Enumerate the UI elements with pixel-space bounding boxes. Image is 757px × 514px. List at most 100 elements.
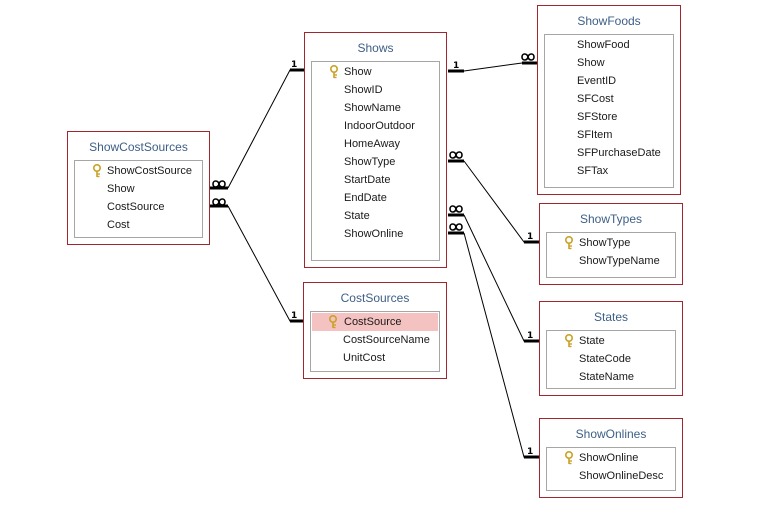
- field-name: State: [344, 210, 370, 222]
- field-row-showfood[interactable]: ShowFood: [545, 36, 673, 54]
- table-title[interactable]: CostSources: [340, 291, 410, 305]
- table-title[interactable]: ShowTypes: [579, 212, 643, 226]
- field-row-showcostsource[interactable]: ShowCostSource: [75, 162, 202, 180]
- many-side-marker: [212, 198, 226, 206]
- field-name: IndoorOutdoor: [344, 120, 415, 132]
- field-list[interactable]: ShowOnline ShowOnlineDesc: [546, 447, 676, 491]
- table-showtypes[interactable]: ShowTypes ShowType ShowTypeName: [539, 203, 683, 285]
- table-title[interactable]: ShowCostSources: [89, 140, 188, 154]
- relationship-showcostsources-shows[interactable]: 1: [210, 60, 305, 190]
- field-name: SFPurchaseDate: [577, 147, 661, 159]
- field-row-indooroutdoor[interactable]: IndoorOutdoor: [312, 117, 439, 135]
- field-name: StateName: [579, 371, 635, 383]
- field-name: Show: [107, 183, 135, 195]
- field-name: StartDate: [344, 174, 391, 186]
- field-name: CostSourceName: [343, 334, 430, 346]
- table-title[interactable]: States: [593, 310, 629, 324]
- one-side-label: 1: [527, 232, 533, 242]
- field-row-startdate[interactable]: StartDate: [312, 171, 439, 189]
- key-icon: [565, 236, 573, 250]
- table-title[interactable]: ShowFoods: [577, 14, 641, 28]
- field-name: CostSource: [107, 201, 165, 213]
- field-row-state[interactable]: State: [547, 332, 675, 350]
- table-title[interactable]: Shows: [357, 41, 394, 55]
- field-list[interactable]: State StateCode StateName: [546, 330, 676, 389]
- field-name: ShowOnline: [579, 452, 639, 464]
- table-costsources[interactable]: CostSources CostSource CostSourceName Un…: [303, 282, 447, 379]
- field-row-sfitem[interactable]: SFItem: [545, 126, 673, 144]
- field-row-unitcost[interactable]: UnitCost: [311, 349, 439, 367]
- field-list[interactable]: ShowCostSource Show CostSource Cost: [74, 160, 203, 238]
- many-side-marker: [521, 53, 535, 61]
- field-list[interactable]: CostSource CostSourceName UnitCost: [310, 311, 440, 372]
- table-showcostsources[interactable]: ShowCostSources ShowCostSource Show Cost…: [67, 131, 210, 245]
- relationship-showcostsources-costsources[interactable]: 1: [210, 198, 304, 323]
- many-side-marker: [449, 151, 463, 159]
- one-side-label: 1: [527, 447, 533, 457]
- relationship-shows-showonlines[interactable]: 1: [448, 223, 540, 459]
- field-row-sftax[interactable]: SFTax: [545, 162, 673, 180]
- field-name: Show: [344, 66, 372, 78]
- field-row-showid[interactable]: ShowID: [312, 81, 439, 99]
- field-row-eventid[interactable]: EventID: [545, 72, 673, 90]
- field-row-sfpurchasedate[interactable]: SFPurchaseDate: [545, 144, 673, 162]
- field-name: ShowType: [579, 237, 631, 249]
- field-row-enddate[interactable]: EndDate: [312, 189, 439, 207]
- field-name: EndDate: [344, 192, 387, 204]
- field-name: EventID: [577, 75, 617, 87]
- field-row-showtype[interactable]: ShowType: [312, 153, 439, 171]
- field-name: ShowOnline: [344, 228, 404, 240]
- key-icon: [565, 334, 573, 348]
- relationship-shows-showtypes[interactable]: 1: [448, 151, 540, 244]
- field-list[interactable]: ShowType ShowTypeName: [546, 232, 676, 278]
- field-row-show[interactable]: Show: [75, 180, 202, 198]
- relationship-shows-states[interactable]: 1: [448, 205, 540, 343]
- field-name: UnitCost: [343, 352, 386, 364]
- key-icon: [565, 451, 573, 465]
- field-row-showname[interactable]: ShowName: [312, 99, 439, 117]
- field-row-show[interactable]: Show: [312, 63, 439, 81]
- field-list[interactable]: ShowFood Show EventID SFCost SFStore SFI…: [544, 34, 674, 188]
- field-name: Cost: [107, 219, 130, 231]
- table-showfoods[interactable]: ShowFoods ShowFood Show EventID SFCost S…: [537, 5, 681, 195]
- field-row-show[interactable]: Show: [545, 54, 673, 72]
- relationship-shows-showfoods[interactable]: 1: [448, 53, 538, 73]
- field-row-costsource-selected[interactable]: CostSource: [312, 313, 438, 331]
- key-icon: [329, 315, 337, 329]
- field-name: CostSource: [344, 316, 402, 328]
- field-row-showtype[interactable]: ShowType: [547, 234, 675, 252]
- one-side-label: 1: [291, 60, 297, 70]
- table-shows[interactable]: Shows Show ShowID ShowName IndoorOutdoor…: [304, 32, 447, 268]
- field-name: HomeAway: [344, 138, 401, 150]
- field-name: SFStore: [577, 111, 618, 123]
- field-name: State: [579, 335, 605, 347]
- field-row-costsource[interactable]: CostSource: [75, 198, 202, 216]
- field-row-costsourcename[interactable]: CostSourceName: [311, 331, 439, 349]
- field-row-showonline[interactable]: ShowOnline: [547, 449, 675, 467]
- field-row-showtypename[interactable]: ShowTypeName: [547, 252, 675, 270]
- one-side-label: 1: [453, 61, 459, 71]
- field-name: SFItem: [577, 129, 613, 141]
- field-row-showonline[interactable]: ShowOnline: [312, 225, 439, 243]
- field-row-sfstore[interactable]: SFStore: [545, 108, 673, 126]
- field-row-statecode[interactable]: StateCode: [547, 350, 675, 368]
- field-row-homeaway[interactable]: HomeAway: [312, 135, 439, 153]
- table-states[interactable]: States State StateCode StateName: [539, 301, 683, 396]
- field-name: SFCost: [577, 93, 614, 105]
- table-title[interactable]: ShowOnlines: [575, 427, 647, 441]
- one-side-label: 1: [291, 311, 297, 321]
- field-row-cost[interactable]: Cost: [75, 216, 202, 234]
- field-row-state[interactable]: State: [312, 207, 439, 225]
- field-row-sfcost[interactable]: SFCost: [545, 90, 673, 108]
- table-showonlines[interactable]: ShowOnlines ShowOnline ShowOnlineDesc: [539, 418, 683, 498]
- field-row-statename[interactable]: StateName: [547, 368, 675, 386]
- field-row-showonlinedesc[interactable]: ShowOnlineDesc: [547, 467, 675, 485]
- field-list[interactable]: Show ShowID ShowName IndoorOutdoor HomeA…: [311, 61, 440, 261]
- field-name: ShowFood: [577, 39, 630, 51]
- field-name: ShowOnlineDesc: [579, 470, 664, 482]
- field-name: StateCode: [579, 353, 631, 365]
- field-name: ShowID: [344, 84, 383, 96]
- field-name: ShowCostSource: [107, 165, 192, 177]
- many-side-marker: [212, 180, 226, 188]
